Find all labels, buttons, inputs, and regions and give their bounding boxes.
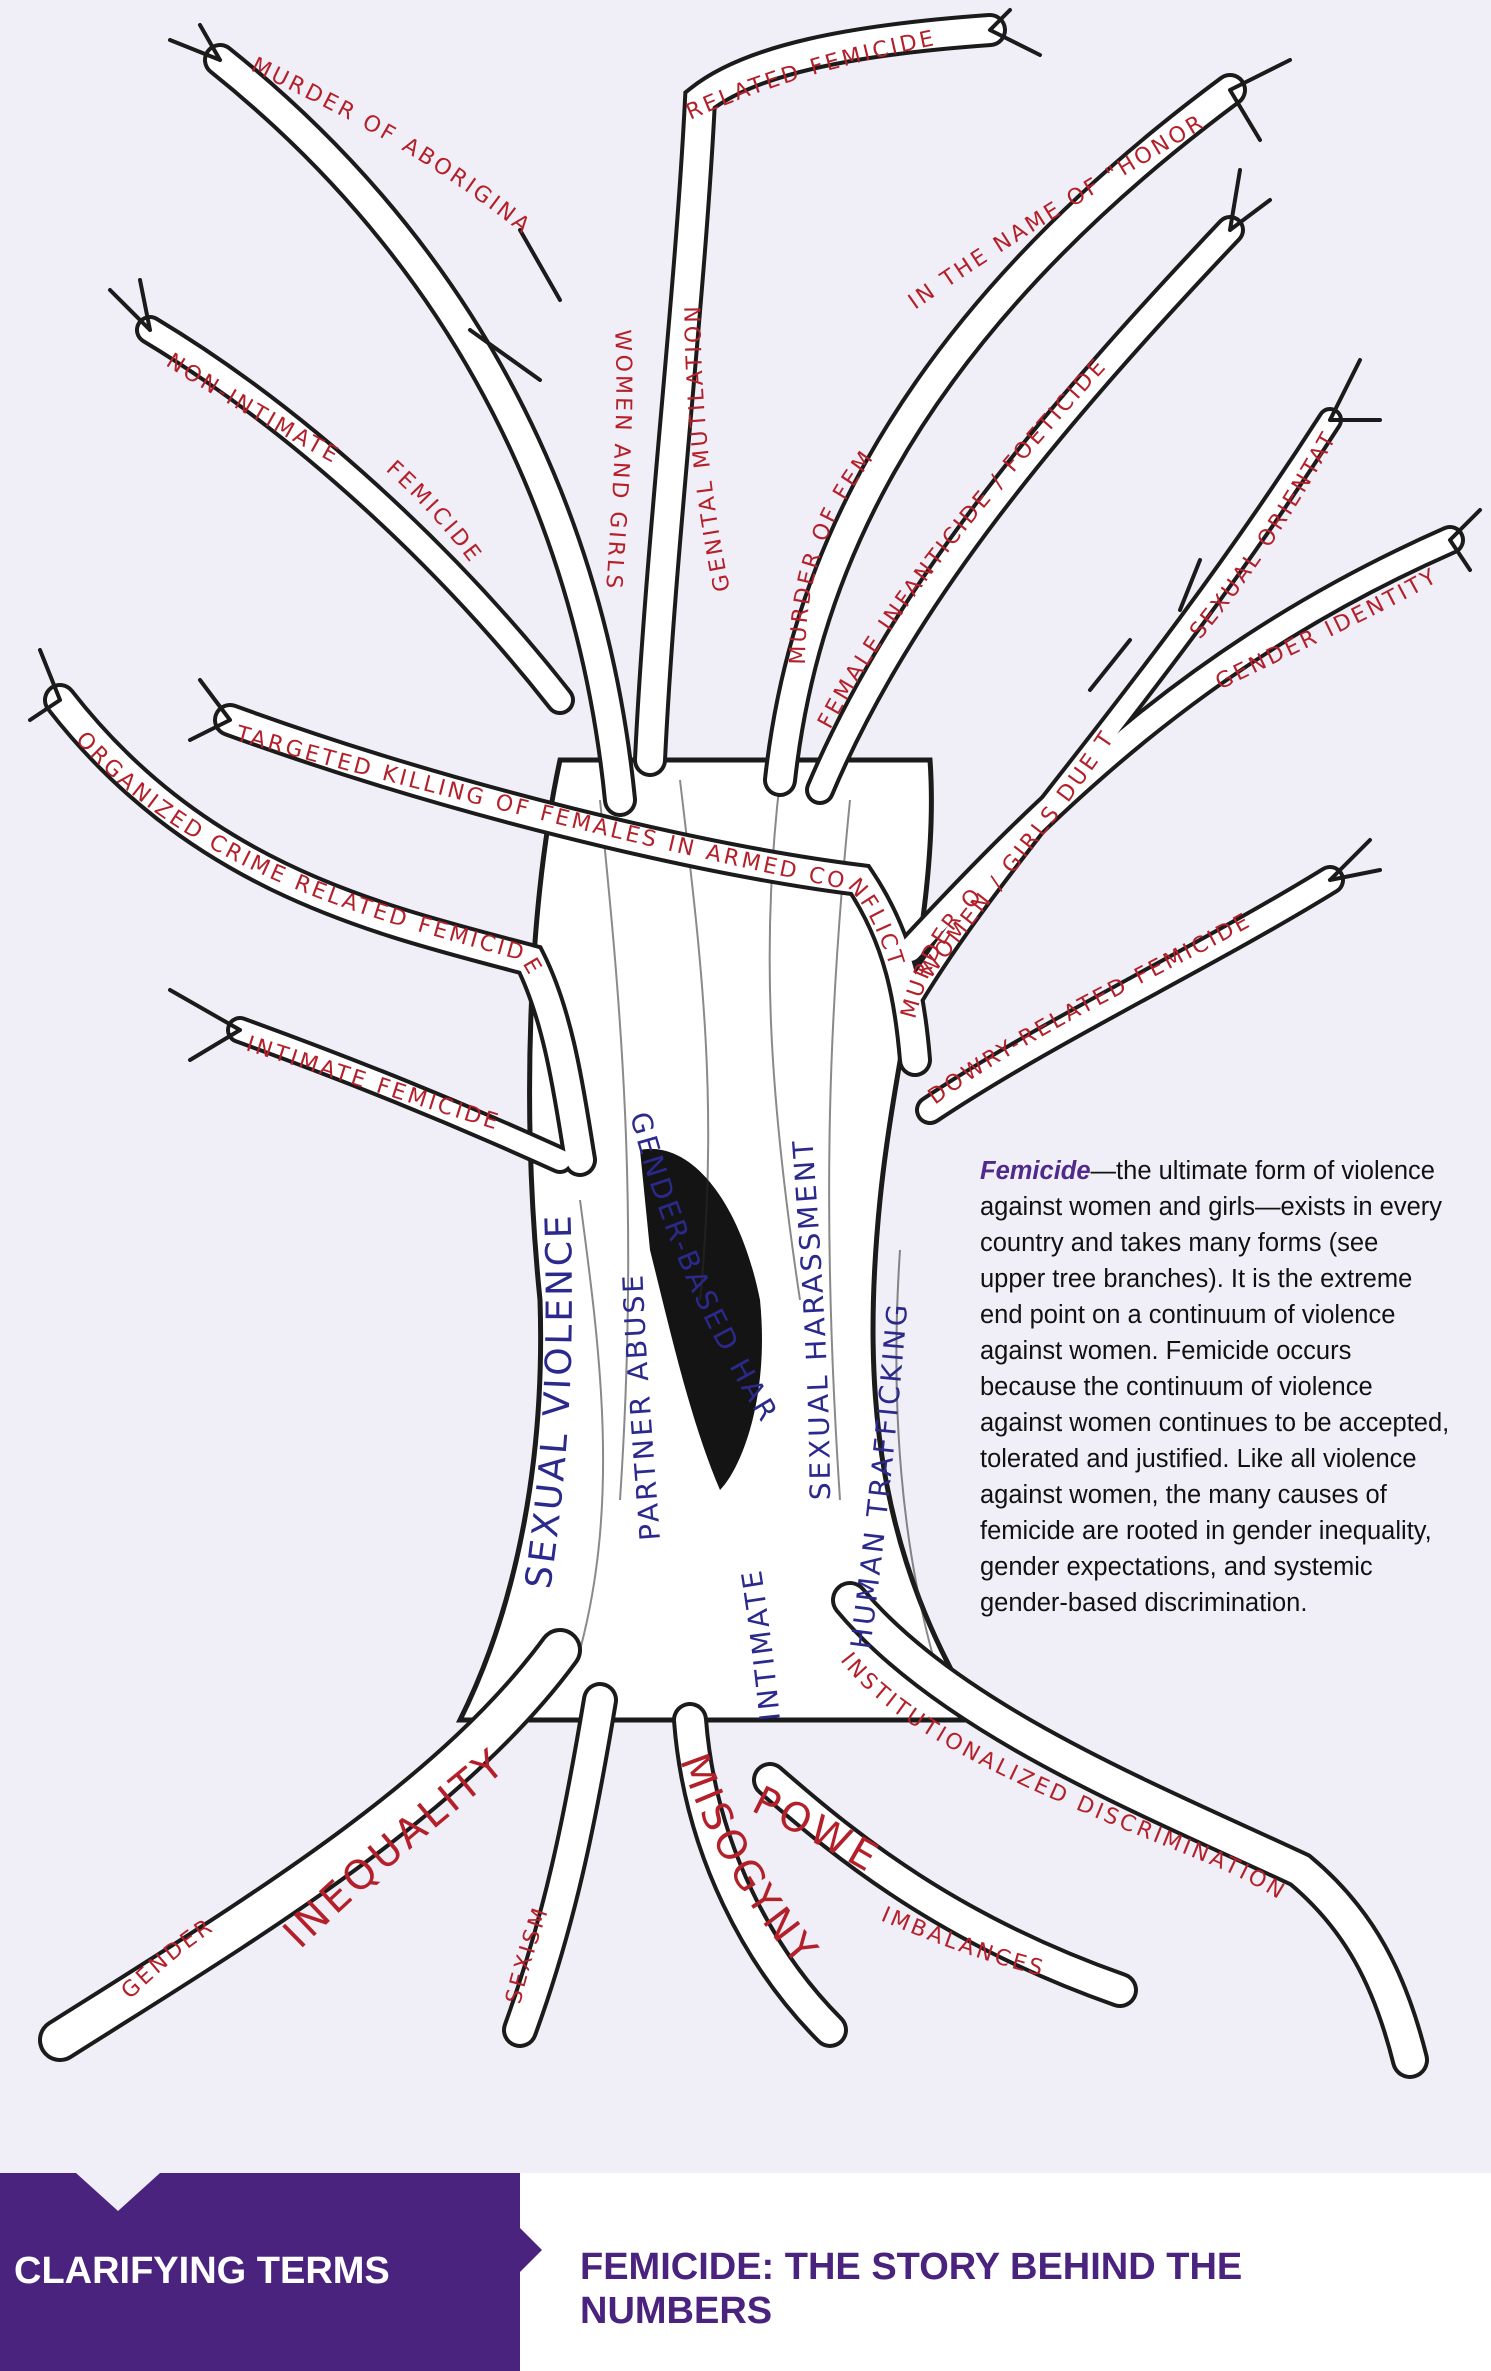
label-intimate-femicide: INTIMATE FEMICIDE <box>243 1032 503 1136</box>
label-genital-mutilation: GENITAL MUTILATION <box>681 303 736 594</box>
label-women-and-girls: WOMEN AND GIRLS <box>600 329 635 592</box>
tree-illustration: MURDER OF ABORIGINAL WOMEN AND GIRLS REL… <box>0 0 1491 2170</box>
label-dowry: DOWRY-RELATED FEMICIDE <box>924 908 1256 1110</box>
arrow-right-icon <box>520 2228 542 2272</box>
story-behind-numbers-heading: FEMICIDE: THE STORY BEHIND THE NUMBERS <box>580 2245 1400 2333</box>
femicide-term: Femicide <box>980 1157 1091 1185</box>
label-non-intimate: NON-INTIMATE <box>162 349 345 470</box>
femicide-description-body: —the ultimate form of violence against w… <box>980 1157 1449 1617</box>
panel-notch <box>76 2173 160 2211</box>
clarifying-terms-heading: CLARIFYING TERMS <box>14 2250 390 2293</box>
tree-drawing <box>30 10 1480 2060</box>
femicide-description: Femicide—the ultimate form of violence a… <box>980 1153 1450 1621</box>
label-inequality: INEQUALITY <box>275 1739 516 1957</box>
